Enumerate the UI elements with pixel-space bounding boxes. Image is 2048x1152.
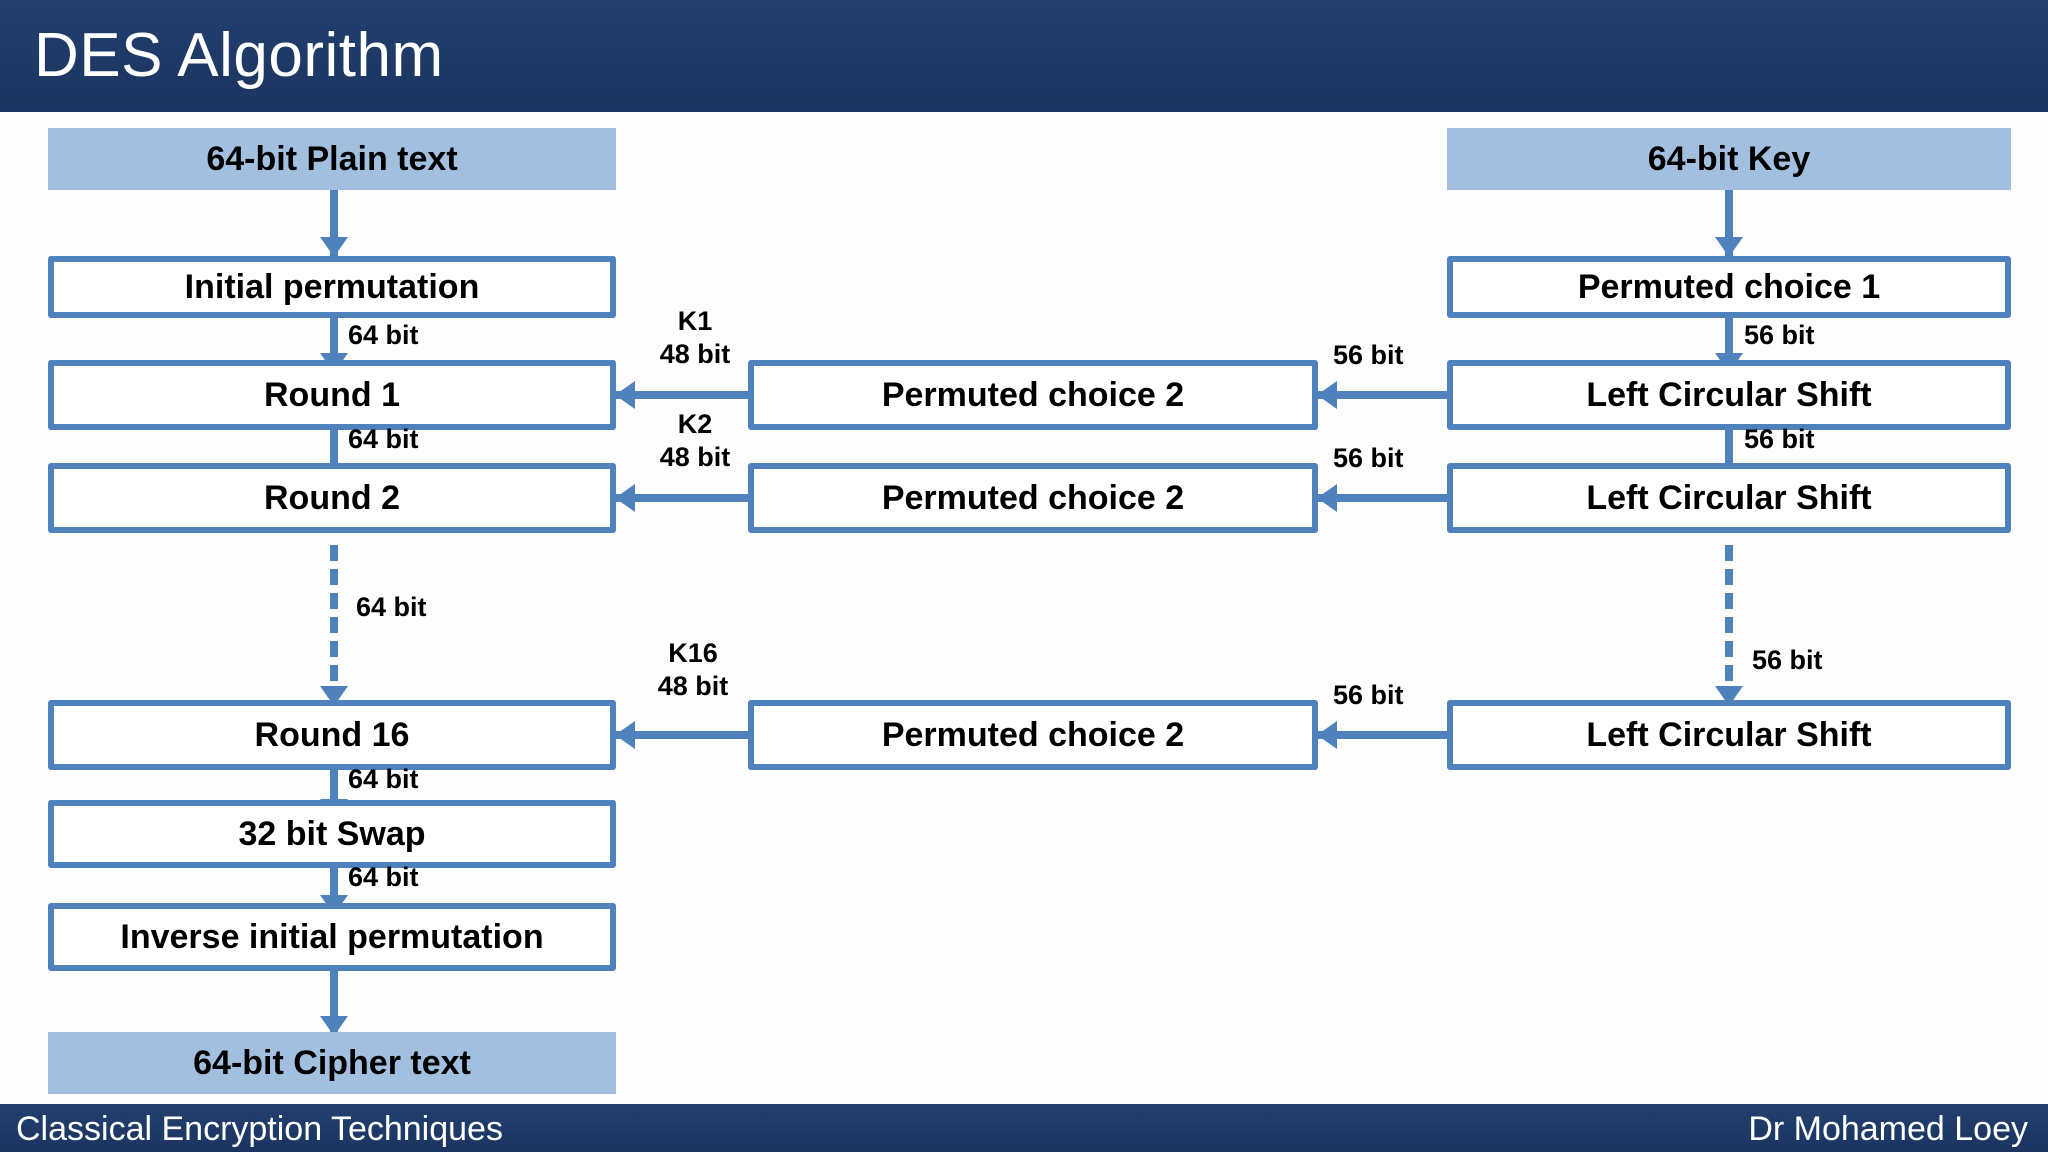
- arrow-shaft: [330, 318, 338, 372]
- slide-header: DES Algorithm: [0, 0, 2048, 112]
- arrow-head: [320, 237, 348, 257]
- edge-label-pc1-to-lcs1: 56 bit: [1744, 320, 1815, 350]
- node-inverse-initial-permutation[interactable]: Inverse initial permutation: [48, 903, 616, 971]
- edge-label-lcs3-to-pc2c: 56 bit: [1333, 680, 1404, 710]
- arrow-shaft: [330, 868, 338, 914]
- node-round-16[interactable]: Round 16: [48, 700, 616, 770]
- arrow-shaft: [1318, 494, 1448, 502]
- node-permuted-choice-2-b[interactable]: Permuted choice 2: [748, 463, 1318, 533]
- arrow-head: [1715, 237, 1743, 257]
- arrow-shaft: [616, 731, 748, 739]
- arrow-inverse-permutation-to-ciphertext: [320, 971, 348, 1036]
- node-left-circular-shift-3[interactable]: Left Circular Shift: [1447, 700, 2011, 770]
- edge-label-ip-to-r1: 64 bit: [348, 320, 419, 350]
- node-permuted-choice-2-c[interactable]: Permuted choice 2: [748, 700, 1318, 770]
- footer-author-label: Dr Mohamed Loey: [1748, 1110, 2028, 1148]
- arrow-plaintext-to-initial-permutation: [320, 190, 348, 257]
- arrow-shaft: [616, 494, 748, 502]
- edge-label-k1-name: K1: [677, 306, 713, 336]
- arrow-head: [615, 381, 635, 409]
- arrow-shaft: [1725, 430, 1733, 484]
- edge-label-lcs2-dashed: 56 bit: [1752, 645, 1823, 675]
- edge-label-lcs1-to-pc2a: 56 bit: [1333, 340, 1404, 370]
- arrow-key-to-permuted-choice-1: [1715, 190, 1743, 257]
- arrow-head: [1317, 484, 1337, 512]
- arrow-shaft-dashed: [1725, 545, 1733, 705]
- arrow-round2-to-round16-dashed: [320, 545, 348, 706]
- edge-label-swap-to-inv: 64 bit: [348, 862, 419, 892]
- node-key[interactable]: 64-bit Key: [1447, 128, 2011, 190]
- arrow-left-shift-2-to-left-shift-3-dashed: [1715, 545, 1743, 706]
- page-title: DES Algorithm: [34, 21, 444, 90]
- edge-label-r16-to-swap: 64 bit: [348, 764, 419, 794]
- node-32-bit-swap[interactable]: 32 bit Swap: [48, 800, 616, 868]
- node-round-1[interactable]: Round 1: [48, 360, 616, 430]
- arrow-shaft: [1318, 731, 1448, 739]
- arrow-head: [1317, 381, 1337, 409]
- arrow-head: [615, 721, 635, 749]
- arrow-pc2-a-to-round-1: [615, 381, 748, 409]
- arrow-pc2-b-to-round-2: [615, 484, 748, 512]
- arrow-shaft: [330, 430, 338, 484]
- arrow-pc2-c-to-round-16: [615, 721, 748, 749]
- arrow-shaft: [1725, 190, 1733, 256]
- node-plain-text[interactable]: 64-bit Plain text: [48, 128, 616, 190]
- arrow-shaft: [1725, 318, 1733, 372]
- edge-label-k2: K2 48 bit: [640, 408, 750, 474]
- footer-subject-label: Classical Encryption Techniques: [16, 1110, 503, 1148]
- arrow-shaft-dashed: [330, 545, 338, 705]
- edge-label-lcs1-to-lcs2: 56 bit: [1744, 424, 1815, 454]
- edge-label-r1-to-r2: 64 bit: [348, 424, 419, 454]
- node-permuted-choice-2-a[interactable]: Permuted choice 2: [748, 360, 1318, 430]
- arrow-head: [320, 1016, 348, 1036]
- edge-label-k1: K1 48 bit: [640, 305, 750, 371]
- arrow-left-shift-3-to-pc2-c: [1317, 721, 1448, 749]
- arrow-shaft: [330, 190, 338, 256]
- slide-footer: Classical Encryption Techniques Dr Moham…: [0, 1104, 2048, 1152]
- edge-label-lcs2-to-pc2b: 56 bit: [1333, 443, 1404, 473]
- arrow-left-shift-2-to-pc2-b: [1317, 484, 1448, 512]
- arrow-head: [615, 484, 635, 512]
- arrow-left-shift-1-to-pc2-a: [1317, 381, 1448, 409]
- arrow-shaft: [1318, 391, 1448, 399]
- arrow-shaft: [330, 770, 338, 818]
- edge-label-k16-name: K16: [668, 638, 718, 668]
- edge-label-k1-bits: 48 bit: [659, 339, 731, 369]
- node-left-circular-shift-1[interactable]: Left Circular Shift: [1447, 360, 2011, 430]
- edge-label-r2-dashed: 64 bit: [356, 592, 427, 622]
- node-left-circular-shift-2[interactable]: Left Circular Shift: [1447, 463, 2011, 533]
- node-initial-permutation[interactable]: Initial permutation: [48, 256, 616, 318]
- arrow-shaft: [616, 391, 748, 399]
- edge-label-k16-bits: 48 bit: [657, 671, 729, 701]
- edge-label-k2-name: K2: [677, 409, 713, 439]
- arrow-head: [1317, 721, 1337, 749]
- arrow-shaft: [330, 971, 338, 1035]
- node-permuted-choice-1[interactable]: Permuted choice 1: [1447, 256, 2011, 318]
- node-cipher-text[interactable]: 64-bit Cipher text: [48, 1032, 616, 1094]
- node-round-2[interactable]: Round 2: [48, 463, 616, 533]
- edge-label-k16: K16 48 bit: [628, 637, 758, 703]
- edge-label-k2-bits: 48 bit: [659, 442, 731, 472]
